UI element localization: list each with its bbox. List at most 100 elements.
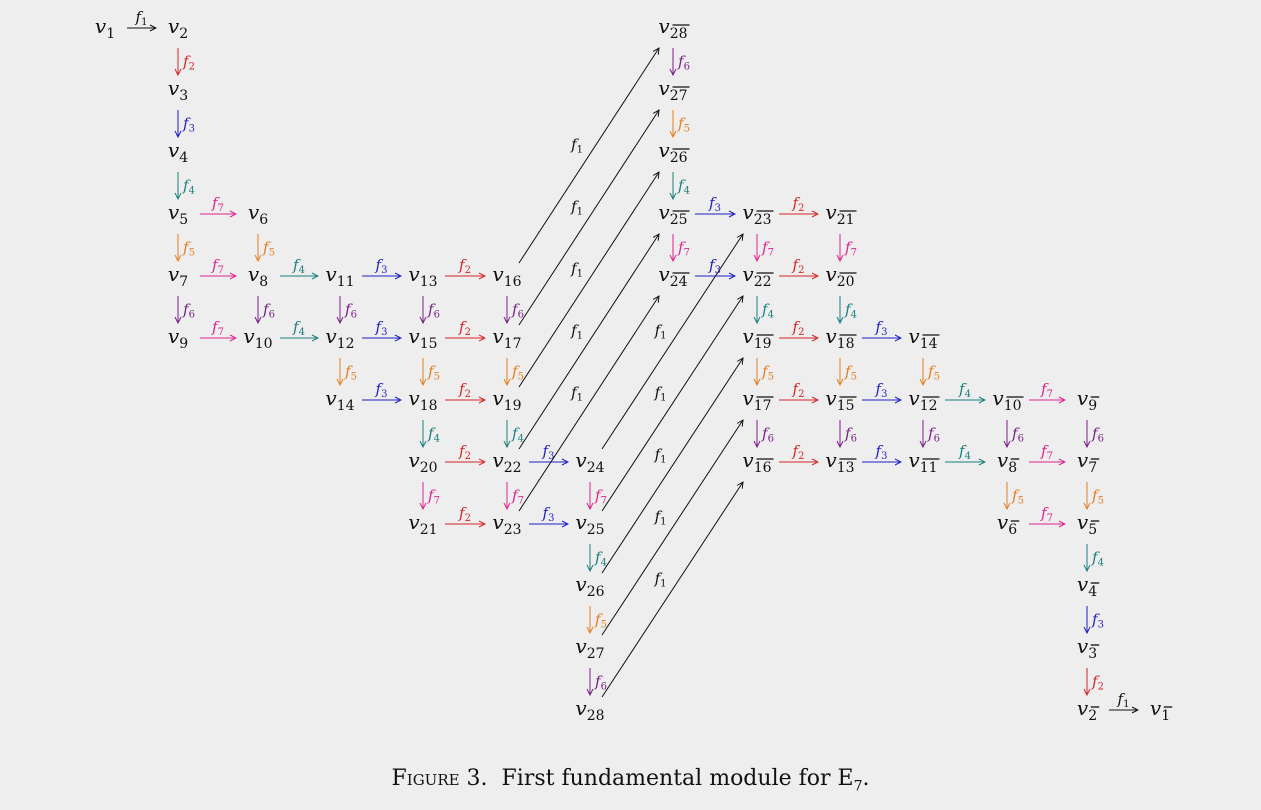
edge-label: f7 (211, 318, 224, 338)
edge-label: f2 (458, 380, 471, 400)
edge-b24-b22: f3 (695, 256, 735, 276)
edge-label: f6 (427, 301, 440, 321)
svg-text:v4: v4 (168, 138, 188, 166)
edge-b23-b22: f7 (757, 234, 774, 261)
edge-label: f1 (654, 508, 667, 528)
svg-text:v12: v12 (325, 324, 354, 352)
edge-a19-a22: f4 (507, 420, 524, 447)
edge-label: f2 (792, 380, 805, 400)
edge-line (601, 234, 743, 450)
node-a19: v19 (492, 386, 521, 414)
edge-label: f6 (511, 301, 524, 321)
edge-a25-b22: f1 (601, 296, 743, 512)
edge-label: f7 (1040, 380, 1053, 400)
svg-text:v4: v4 (1077, 572, 1097, 600)
caption-subscript: 7 (853, 778, 863, 795)
svg-text:v26: v26 (575, 572, 604, 600)
edge-label: f4 (427, 425, 440, 445)
svg-text:v15: v15 (825, 386, 854, 414)
edge-label: f5 (511, 363, 524, 383)
node-a16: v16 (492, 262, 521, 290)
node-b16: v16 (742, 448, 774, 476)
edge-label: f4 (292, 256, 305, 276)
edge-label: f4 (844, 301, 857, 321)
edge-line (518, 296, 659, 512)
edge-a17-a19: f5 (507, 358, 524, 385)
edge-label: f5 (927, 363, 940, 383)
caption-label: Figure 3. (391, 766, 488, 791)
node-a22: v22 (492, 448, 521, 476)
edge-label: f2 (458, 318, 471, 338)
node-a10: v10 (243, 324, 272, 352)
edge-label: f2 (792, 194, 805, 214)
edge-a7-a8: f7 (200, 256, 236, 276)
edge-b16-b13: f2 (779, 442, 818, 462)
edge-label: f5 (677, 115, 690, 135)
edge-b28-b27: f6 (673, 48, 690, 75)
edge-b22-b19: f4 (757, 296, 774, 323)
edge-label: f2 (1091, 673, 1104, 693)
node-a3: v3 (168, 76, 188, 104)
edge-a22-a24: f3 (529, 442, 568, 462)
edge-label: f1 (570, 384, 583, 404)
edge-label: f6 (344, 301, 357, 321)
node-b19: v19 (742, 324, 774, 352)
node-b13: v13 (825, 448, 857, 476)
svg-text:v13: v13 (408, 262, 437, 290)
edge-label: f7 (1040, 442, 1053, 462)
edge-line (601, 296, 743, 512)
svg-text:v7: v7 (168, 262, 188, 290)
edge-b12-b10: f4 (945, 380, 985, 400)
svg-text:v14: v14 (908, 324, 937, 352)
node-a2: v2 (168, 14, 188, 42)
svg-text:v22: v22 (742, 262, 771, 290)
svg-text:v6: v6 (248, 200, 268, 228)
edge-b5-b4: f4 (1087, 544, 1104, 571)
edge-label: f4 (182, 177, 195, 197)
edge-label: f3 (542, 442, 555, 462)
edge-label: f6 (677, 53, 690, 73)
edge-line (518, 48, 659, 264)
svg-text:v3: v3 (1077, 634, 1097, 662)
edge-line (601, 358, 743, 574)
node-a6: v6 (248, 200, 268, 228)
edge-a12-a15: f3 (362, 318, 401, 338)
node-a1: v1 (95, 14, 115, 42)
edge-a22-a23: f7 (507, 482, 524, 509)
edge-label: f1 (654, 446, 667, 466)
edge-label: f3 (875, 380, 888, 400)
node-a8: v8 (248, 262, 268, 290)
edge-a12-a14: f5 (340, 358, 357, 385)
node-a26: v26 (575, 572, 604, 600)
edge-label: f6 (761, 425, 774, 445)
edge-b14-b12: f5 (923, 358, 940, 385)
node-b18: v18 (825, 324, 857, 352)
edge-label: f4 (1091, 549, 1104, 569)
node-a25: v25 (575, 510, 604, 538)
edge-label: f1 (570, 260, 583, 280)
edge-a14-a18: f3 (362, 380, 401, 400)
node-b21: v21 (825, 200, 857, 228)
node-b17: v17 (742, 386, 774, 414)
node-a28: v28 (575, 696, 604, 724)
edge-a23-b24: f1 (518, 296, 659, 512)
svg-text:v21: v21 (408, 510, 437, 538)
edge-label: f2 (458, 256, 471, 276)
edge-label: f5 (262, 239, 275, 259)
edge-label: f1 (570, 136, 583, 156)
node-a4: v4 (168, 138, 188, 166)
svg-text:v1: v1 (1150, 696, 1170, 724)
svg-text:v23: v23 (492, 510, 521, 538)
node-b20: v20 (825, 262, 857, 290)
edge-b25-b24: f7 (673, 234, 690, 261)
svg-text:v28: v28 (575, 696, 604, 724)
svg-text:v10: v10 (992, 386, 1021, 414)
edge-label: f2 (792, 442, 805, 462)
edge-b10-b8: f6 (1007, 420, 1024, 447)
edge-label: f4 (761, 301, 774, 321)
svg-text:v2: v2 (168, 14, 188, 42)
node-b23: v23 (742, 200, 774, 228)
edge-a15-a17: f2 (445, 318, 485, 338)
edge-b17-b16: f6 (757, 420, 774, 447)
edge-label: f5 (761, 363, 774, 383)
